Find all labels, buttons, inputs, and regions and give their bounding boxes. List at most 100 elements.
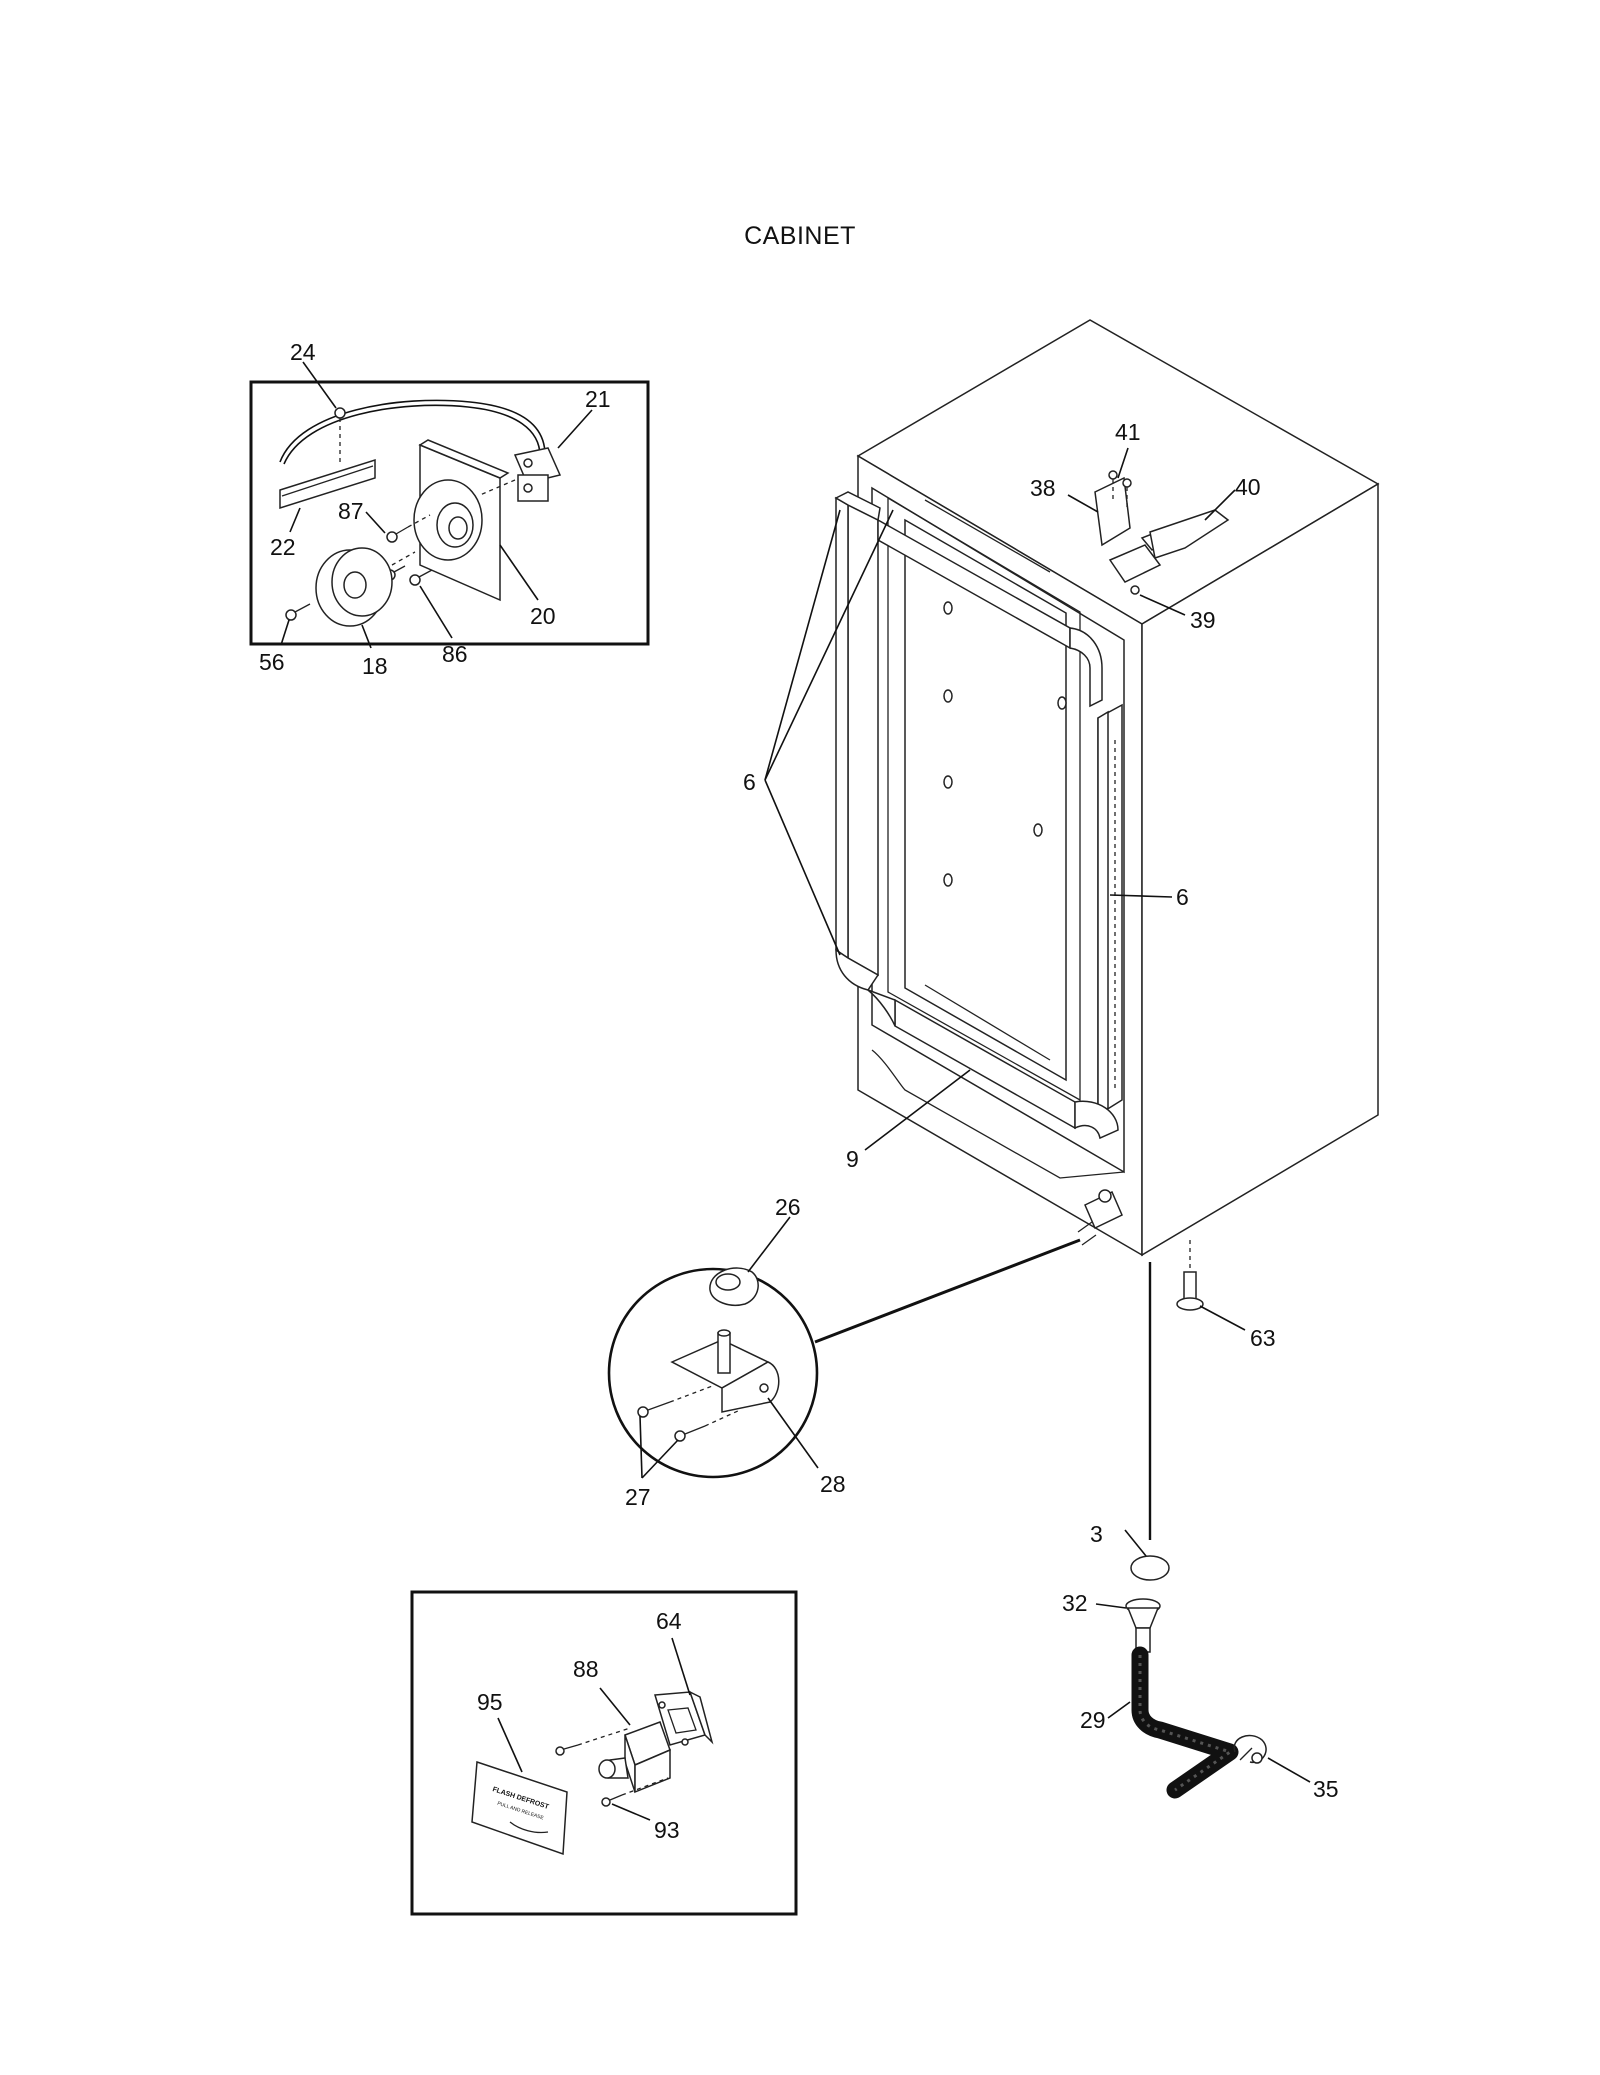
bottom-hinge-on-cabinet	[1077, 1189, 1123, 1246]
callout-29: 29	[1080, 1707, 1106, 1733]
callout-64: 64	[656, 1608, 682, 1634]
leader-26	[747, 1216, 791, 1273]
callout-63: 63	[1250, 1325, 1276, 1351]
callout-86: 86	[442, 641, 468, 667]
diagram-title: CABINET	[744, 222, 856, 250]
leader-6b	[1109, 894, 1173, 898]
leader-64	[671, 1637, 691, 1696]
callout-87: 87	[338, 498, 364, 524]
hinge-screws-27	[637, 1384, 741, 1442]
liner-holes	[943, 601, 1067, 887]
leader-24	[302, 361, 337, 409]
drain-assembly: 3 32 29 35	[1062, 1262, 1339, 1802]
callout-24: 24	[290, 339, 316, 365]
breaker-strip-top	[877, 518, 1103, 708]
detail-circle	[607, 1267, 819, 1479]
leader-56	[280, 619, 290, 646]
callout-20: 20	[530, 603, 556, 629]
leader-38	[1067, 494, 1099, 513]
leader-27-b	[641, 1439, 679, 1479]
leader-21	[557, 409, 593, 449]
callout-95: 95	[477, 1689, 503, 1715]
screw-56	[285, 603, 311, 621]
defrost-decal: FLASH DEFROST PULL AND RELEASE	[471, 1760, 568, 1856]
callout-40: 40	[1235, 474, 1261, 500]
callout-27: 27	[625, 1484, 651, 1510]
callout-18: 18	[362, 653, 388, 679]
callout-56: 56	[259, 649, 285, 675]
defrost-switch	[598, 1721, 671, 1794]
callout-21: 21	[585, 386, 611, 412]
hinge-pin-cap	[709, 1267, 759, 1306]
defrost-switch-bracket	[654, 1690, 714, 1746]
top-hinge-bracket	[1094, 476, 1131, 547]
light-switch-part	[479, 447, 562, 502]
leader-88	[599, 1687, 631, 1726]
callout-32: 32	[1062, 1590, 1088, 1616]
inset-frame-bottom	[410, 1590, 798, 1916]
cabinet-callouts: 41 38 40 39 6 6 9	[743, 419, 1261, 1172]
drain-plug	[1130, 1555, 1170, 1581]
leader-20	[499, 544, 539, 601]
drain-hose	[1131, 1646, 1239, 1799]
leveling-leg: 63	[1176, 1240, 1276, 1351]
top-hinge-assembly	[1094, 470, 1230, 595]
cabinet-body	[834, 319, 1380, 1257]
top-hinge-shim	[1108, 544, 1162, 583]
wire-inner	[283, 404, 541, 465]
breaker-strip-bottom	[867, 989, 1119, 1140]
leader-87	[365, 511, 386, 534]
hose-clamp	[1233, 1734, 1267, 1764]
liner-back-wall	[904, 518, 1067, 1082]
callout-22: 22	[270, 534, 296, 560]
callout-6-right: 6	[1176, 884, 1189, 910]
light-assembly-inset: 24 21 87 22 20 18 56 86	[249, 339, 650, 679]
leader-63	[1199, 1305, 1246, 1331]
leader-18	[361, 624, 372, 649]
leader-27-a	[639, 1415, 643, 1479]
leader-9	[864, 1069, 971, 1151]
light-bracket-part	[279, 458, 376, 510]
leader-95	[497, 1717, 523, 1773]
breaker-strip-right	[1097, 703, 1123, 1117]
breaker-strip-left	[834, 491, 881, 991]
callout-93: 93	[654, 1817, 680, 1843]
leader-35	[1267, 1757, 1311, 1783]
callout-6-left: 6	[743, 769, 756, 795]
hinge-screw-41a	[1108, 470, 1118, 480]
inset-frame-top	[249, 380, 650, 646]
leader-22	[289, 507, 301, 533]
bottom-hinge-detail: 26 28 27	[607, 1194, 1081, 1510]
cabinet-side-face	[1141, 482, 1379, 1257]
top-hinge-part	[1149, 509, 1230, 559]
leader-39	[1139, 594, 1186, 616]
hinge-cap-39	[1130, 585, 1140, 595]
leader-32	[1095, 1603, 1127, 1609]
drain-tube	[1125, 1598, 1161, 1653]
cabinet-base-contour	[871, 1049, 1125, 1179]
detail-connector	[814, 1238, 1081, 1344]
screw-24	[334, 407, 346, 465]
light-globe-part	[315, 547, 416, 627]
hinge-screw-41b	[1122, 478, 1132, 488]
callout-88: 88	[573, 1656, 599, 1682]
callout-41: 41	[1115, 419, 1141, 445]
screw-86	[409, 569, 433, 586]
leader-6a-3	[764, 509, 894, 781]
callout-38: 38	[1030, 475, 1056, 501]
leader-41	[1117, 447, 1129, 479]
defrost-screws	[555, 1727, 669, 1807]
wire	[279, 399, 546, 463]
callout-26: 26	[775, 1194, 801, 1220]
leader-86	[419, 585, 453, 639]
callout-35: 35	[1313, 1776, 1339, 1802]
defrost-switch-inset: FLASH DEFROST PULL AND RELEASE	[410, 1590, 798, 1916]
callout-39: 39	[1190, 607, 1216, 633]
light-socket-housing	[413, 439, 510, 602]
callout-9: 9	[846, 1146, 859, 1172]
leader-28	[767, 1397, 819, 1469]
leader-40	[1204, 489, 1236, 521]
callout-28: 28	[820, 1471, 846, 1497]
leader-29	[1107, 1701, 1131, 1719]
